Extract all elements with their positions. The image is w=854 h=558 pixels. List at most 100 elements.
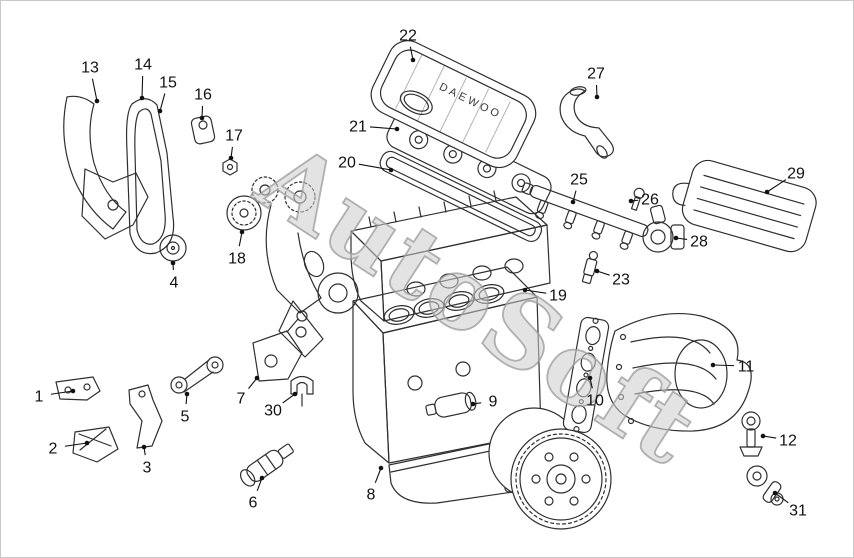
part-valve-12 bbox=[739, 411, 763, 457]
callout-7: 7 bbox=[237, 375, 260, 408]
leader-line bbox=[50, 390, 74, 395]
callout-31: 31 bbox=[772, 490, 807, 520]
callout-1: 1 bbox=[35, 389, 76, 406]
callout-number: 3 bbox=[143, 460, 152, 477]
leader-dot bbox=[84, 440, 90, 446]
callout-17: 17 bbox=[225, 128, 243, 161]
callout-9: 9 bbox=[470, 394, 498, 411]
callout-number: 27 bbox=[587, 66, 605, 83]
callout-number: 31 bbox=[789, 503, 807, 520]
part-tensioner bbox=[226, 195, 262, 231]
part-torque-link bbox=[170, 356, 224, 394]
part-damper bbox=[239, 443, 294, 487]
callout-10: 10 bbox=[586, 375, 604, 410]
part-bracket-31 bbox=[746, 465, 784, 506]
leader-line bbox=[141, 75, 144, 99]
leader-line bbox=[374, 467, 382, 483]
callout-23: 23 bbox=[594, 268, 630, 289]
callout-number: 22 bbox=[399, 28, 417, 45]
leader-dot bbox=[184, 391, 190, 397]
callout-number: 16 bbox=[194, 87, 212, 104]
callout-number: 9 bbox=[489, 394, 498, 411]
callout-25: 25 bbox=[570, 172, 588, 205]
leader-line bbox=[91, 78, 98, 102]
callout-number: 29 bbox=[787, 166, 805, 183]
callout-8: 8 bbox=[367, 465, 384, 504]
part-sensor bbox=[581, 250, 598, 285]
callout-number: 21 bbox=[349, 119, 367, 136]
leader-line bbox=[712, 364, 735, 367]
part-timing-cover bbox=[63, 95, 149, 240]
callout-number: 15 bbox=[159, 75, 177, 92]
leader-dot bbox=[394, 126, 400, 132]
callout-number: 17 bbox=[225, 128, 243, 145]
callout-number: 26 bbox=[641, 192, 659, 209]
leader-dot bbox=[594, 94, 600, 100]
part-clamp bbox=[290, 375, 314, 407]
leader-dot bbox=[772, 490, 778, 496]
part-fuel-rail bbox=[521, 182, 649, 250]
leader-line bbox=[369, 126, 398, 130]
part-flywheel bbox=[488, 407, 612, 530]
callout-number: 1 bbox=[35, 389, 44, 406]
callout-number: 20 bbox=[338, 155, 356, 172]
part-hose bbox=[559, 86, 614, 159]
part-mount-3 bbox=[128, 384, 163, 449]
leader-line bbox=[358, 163, 392, 171]
leader-dot bbox=[239, 229, 245, 235]
part-mount-bracket bbox=[252, 310, 308, 382]
leader-dot bbox=[710, 362, 716, 368]
callout-number: 5 bbox=[181, 409, 190, 426]
callout-4: 4 bbox=[170, 260, 179, 292]
part-bolt bbox=[630, 187, 645, 211]
part-cover-gasket bbox=[379, 150, 543, 243]
leader-dot bbox=[522, 287, 528, 293]
leader-line bbox=[524, 289, 547, 294]
part-mount-1 bbox=[55, 376, 101, 401]
callout-number: 30 bbox=[264, 403, 282, 420]
leader-dot bbox=[594, 268, 600, 274]
callout-26: 26 bbox=[628, 192, 659, 209]
leader-dot bbox=[170, 260, 176, 266]
callout-16: 16 bbox=[194, 87, 212, 121]
callout-5: 5 bbox=[181, 391, 190, 426]
callout-2: 2 bbox=[49, 441, 90, 458]
leader-dot bbox=[378, 465, 384, 471]
part-timing-belt bbox=[125, 98, 175, 255]
leader-line bbox=[238, 231, 243, 247]
leader-dot bbox=[199, 115, 205, 121]
callout-number: 12 bbox=[779, 433, 797, 450]
leader-dot bbox=[570, 199, 576, 205]
callout-number: 4 bbox=[170, 275, 179, 292]
part-manifold-gasket bbox=[562, 316, 610, 434]
callout-21: 21 bbox=[349, 119, 400, 136]
leader-dot bbox=[673, 235, 679, 241]
leader-line bbox=[282, 393, 296, 404]
leader-line bbox=[766, 179, 787, 193]
leader-dot bbox=[388, 167, 394, 173]
leader-line bbox=[159, 93, 166, 112]
leader-dot bbox=[157, 108, 163, 114]
callout-18: 18 bbox=[228, 229, 246, 268]
leader-dot bbox=[628, 198, 634, 204]
leader-dot bbox=[254, 375, 260, 381]
leader-dot bbox=[760, 433, 766, 439]
watermark: AutoSoft bbox=[237, 120, 718, 488]
callout-12: 12 bbox=[760, 433, 797, 450]
callout-28: 28 bbox=[673, 234, 708, 251]
leader-dot bbox=[228, 155, 234, 161]
leader-dot bbox=[94, 98, 100, 104]
part-egr-valve bbox=[642, 204, 685, 253]
part-small-cylinder bbox=[425, 391, 477, 418]
leader-dot bbox=[70, 388, 76, 394]
leader-dot bbox=[141, 444, 147, 450]
callout-29: 29 bbox=[764, 166, 805, 195]
callout-number: 18 bbox=[228, 251, 246, 268]
callout-22: 22 bbox=[399, 28, 417, 63]
leader-dot bbox=[470, 401, 476, 407]
callout-20: 20 bbox=[338, 155, 394, 173]
part-intake-manifold bbox=[606, 312, 752, 432]
callout-19: 19 bbox=[522, 287, 567, 305]
